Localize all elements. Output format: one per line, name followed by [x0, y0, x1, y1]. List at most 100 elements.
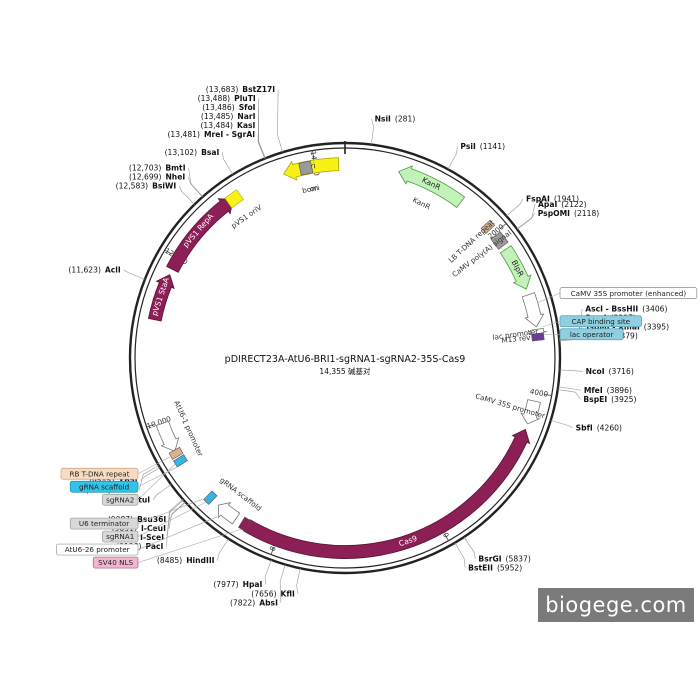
boxed-label-grna-scaffold: gRNA scaffold: [79, 482, 129, 491]
site-position: (3395): [644, 323, 669, 332]
site-position: (5837): [506, 554, 531, 563]
site-asci-bsshii: AscI - BssHII(3406): [585, 305, 667, 314]
boxed-label-cap-binding-site: CAP binding site: [571, 317, 630, 326]
site-name: BspEI: [583, 395, 607, 404]
site-name: BsaI: [201, 148, 219, 157]
site-position: (8485): [157, 556, 182, 565]
site-position: (3716): [609, 367, 634, 376]
site-position: (5952): [497, 563, 522, 572]
bom-feature-box: [298, 160, 314, 176]
site-position: (12,583): [116, 182, 149, 191]
site-leader-bsai: [222, 152, 234, 175]
site-name: PluTI: [234, 94, 256, 103]
site-name: HpaI: [243, 580, 263, 589]
boxed-label-leader-cap-binding-site: [542, 320, 561, 328]
tick-label: 4000: [529, 387, 549, 399]
boxed-label-u6-terminator: U6 terminator: [79, 519, 129, 528]
site-name: BsiWI: [152, 182, 176, 191]
site-acli: (11,623)AclI: [68, 265, 120, 274]
camv-poly-a-signal-feature-box: [490, 231, 509, 250]
tick-mark: [164, 249, 172, 255]
site-name: I-SceI: [140, 533, 164, 542]
site-sfoi: (13,486)SfoI: [202, 103, 255, 112]
boxed-label-bg-u6-terminator: [69, 517, 139, 530]
plasmid-title: pDIRECT23A-AtU6-BRI1-sgRNA1-sgRNA2-35S-C…: [225, 354, 466, 365]
site-leader-bsteii: [454, 542, 466, 568]
site-name: PsiI: [460, 142, 476, 151]
site-leader-absi: [279, 564, 286, 603]
site-leader-nhei: [187, 176, 203, 198]
site-position: (13,484): [200, 121, 233, 130]
site-leader-acli: [123, 269, 146, 280]
site-leader-sfoi: [258, 107, 266, 159]
site-leader-ncoi: [559, 369, 583, 372]
kanr-feature-arrow: [398, 165, 466, 209]
site-leader-nari: [258, 116, 266, 159]
site-leader-bstz17i: [277, 89, 283, 153]
site-leader-pmei: [138, 465, 159, 490]
sgrna1-feature-box: [203, 490, 218, 505]
boxed-label-leader-camv-35s-promoter-enhanced: [537, 292, 561, 304]
watermark: biogege.com: [538, 588, 694, 622]
site-position: (12,699): [129, 173, 162, 182]
site-nsii: NsiI(281): [375, 114, 416, 123]
site-nari: (13,485)NarI: [201, 112, 256, 121]
boxed-label-leader-sgrna1: [137, 501, 207, 537]
site-pluti: (13,488)PluTI: [198, 94, 256, 103]
boxed-label-bg-sgrna1: [102, 530, 139, 543]
boxed-label-leader-u6-terminator: [137, 498, 204, 524]
site-position: (12,703): [129, 164, 162, 173]
boxed-label-bg-grna-scaffold: [69, 480, 139, 493]
site-name: BstZ17I: [242, 85, 275, 94]
site-position: (13,481): [167, 130, 200, 139]
boxed-label-leader-rb-t-dna-repeat: [137, 456, 172, 474]
site-leader-hpai: [264, 559, 272, 585]
boxed-labels: CaMV 35S promoter (enhanced) CAP binding …: [56, 287, 698, 569]
site-position: (13,102): [165, 148, 198, 157]
blpr-feature-arrow: [499, 245, 532, 290]
boxed-label-leader-grna-scaffold: [137, 466, 178, 487]
atu6-1-promoter-feature-arrow: [155, 420, 180, 452]
site-leader-nsii: [371, 118, 374, 145]
site-name: NsiI: [375, 114, 391, 123]
pvs1-oriv-feature-box: [224, 189, 244, 209]
boxed-label-bg-atu6-26-promoter: [56, 543, 139, 556]
site-position: (3379): [613, 332, 638, 341]
site-leader-hindiii: [217, 538, 229, 561]
boxed-label-leader-sv40-nls: [137, 528, 242, 563]
site-leader-bmti: [188, 167, 203, 197]
site-position: (13,486): [202, 103, 235, 112]
boxed-label-bg-rb-t-dna-repeat: [60, 467, 139, 480]
boxed-label-lac-operator: lac operator: [570, 330, 614, 339]
site-leader-stui: [152, 484, 172, 500]
site-name: SbfI: [576, 423, 593, 432]
tick-mark: [312, 150, 315, 159]
site-leader-apai: [517, 204, 536, 230]
site-name: PspOMI: [538, 209, 570, 218]
site-name: KasI: [237, 121, 256, 130]
site-leader-bsiwi: [178, 185, 195, 205]
site-name: FspAI: [526, 194, 550, 203]
tick-mark: [444, 533, 449, 541]
site-position: (13,485): [201, 112, 234, 121]
tick-mark: [146, 424, 155, 428]
backbone: [128, 141, 562, 575]
boxed-label-sgrna2: sgRNA2: [106, 495, 134, 504]
site-leader-bsu36i: [168, 501, 186, 520]
m13-rev-feature-box: [531, 332, 545, 342]
site-leader-paci: [166, 499, 184, 547]
site-name: PacI: [146, 542, 164, 551]
site-name: KflI: [281, 589, 296, 598]
site-bsrgi: BsrGI(5837): [478, 554, 530, 563]
site-hindiii: (8485)HindIII: [157, 556, 215, 565]
restriction-sites: NsiI(281)PsiI(1141)FspAI(1941)PspOMI(211…: [68, 85, 669, 607]
site-name: AscI - BssHII: [585, 305, 638, 314]
site-leader-bspei: [557, 389, 581, 400]
boxed-label-camv-35s-promoter-enhanced: CaMV 35S promoter (enhanced): [571, 289, 687, 298]
site-name: ApaI: [538, 200, 557, 209]
site-leader-sbfi: [550, 419, 573, 429]
tick-mark: [543, 393, 552, 397]
site-bmti: (12,703)BmtI: [129, 164, 186, 173]
site-position: (3896): [607, 386, 632, 395]
